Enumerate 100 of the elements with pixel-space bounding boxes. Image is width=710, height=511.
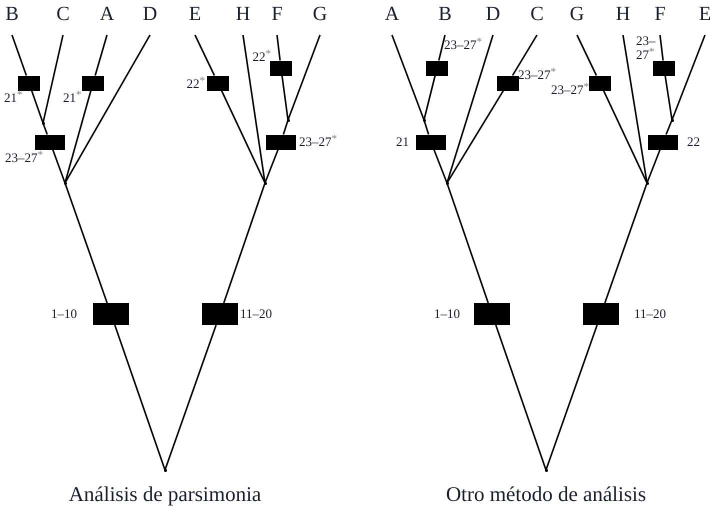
character-bar xyxy=(82,76,104,90)
tree-branch xyxy=(646,149,661,184)
taxon-label: F xyxy=(271,4,283,24)
tree-caption: Análisis de parsimonia xyxy=(68,482,262,506)
tree-branch xyxy=(423,75,436,120)
character-number: 21$^{*}$ xyxy=(63,91,82,105)
character-number: 1–10 xyxy=(51,307,77,321)
tree-branch xyxy=(242,34,266,184)
tree-branch xyxy=(433,149,448,184)
tree-branch xyxy=(545,324,598,470)
character-bar xyxy=(474,303,510,325)
character-number: 23–27$^{*}$ xyxy=(5,151,43,165)
character-bar xyxy=(416,134,446,150)
tree-branch xyxy=(276,34,281,61)
tree-branch xyxy=(64,90,92,184)
taxon-label: B xyxy=(438,4,452,24)
taxon-label: G xyxy=(312,4,328,24)
taxon-label: D xyxy=(142,4,158,24)
taxon-label: E xyxy=(188,4,202,24)
tree-branch xyxy=(512,34,538,76)
branch-junction xyxy=(670,118,674,122)
character-bar xyxy=(93,303,129,325)
tree-branch xyxy=(391,34,425,120)
character-number: 23–27$^{*}$ xyxy=(518,68,556,82)
taxon-label: A xyxy=(384,4,400,24)
tree-branch xyxy=(281,75,289,120)
tree-branch xyxy=(664,75,673,120)
character-number: 21$^{*}$ xyxy=(4,91,22,105)
character-bar xyxy=(270,60,292,76)
tree-branch xyxy=(114,324,166,470)
character-number: 1–10 xyxy=(434,307,460,321)
tree-branch xyxy=(194,34,216,76)
tree-branch xyxy=(671,34,706,120)
character-bar xyxy=(18,76,40,90)
tree-branch xyxy=(602,90,648,184)
tree-caption: Otro método de análisis xyxy=(446,482,646,506)
tree-branch xyxy=(30,90,44,124)
branch-junction xyxy=(64,182,66,184)
branch-junction xyxy=(42,122,44,124)
character-number: 23–27$^{*}$ xyxy=(551,83,589,97)
character-number: 11–20 xyxy=(634,307,666,321)
tree-branch xyxy=(64,34,151,184)
character-bar xyxy=(648,134,678,150)
taxon-label: C xyxy=(530,4,544,24)
tree-branch xyxy=(64,182,108,304)
tree-branch xyxy=(423,120,430,135)
tree-branch xyxy=(42,34,64,124)
taxon-label: C xyxy=(56,4,70,24)
tree-branch xyxy=(659,34,664,61)
tree-branch xyxy=(576,34,598,76)
character-number: 11–20 xyxy=(240,307,272,321)
character-bar xyxy=(583,303,619,325)
character-number: 22$^{*}$ xyxy=(252,50,271,64)
character-bar xyxy=(35,134,65,150)
tree-branch xyxy=(11,34,28,76)
character-bar xyxy=(426,60,448,76)
tree-branch xyxy=(220,90,266,184)
branch-junction xyxy=(264,182,266,184)
tree-branch xyxy=(446,34,494,184)
character-number: 22 xyxy=(687,135,700,149)
tree-branch xyxy=(52,149,66,184)
tree-branch xyxy=(438,34,446,61)
character-number: 23–27$^{*}$ xyxy=(299,135,337,149)
character-number: 23–27$^{*}$ xyxy=(444,38,482,52)
character-bar xyxy=(589,76,611,90)
tree-branch xyxy=(287,34,321,120)
branch-junction xyxy=(646,182,648,184)
character-bar xyxy=(653,60,675,76)
taxon-label: G xyxy=(570,4,584,24)
tree-branch xyxy=(622,34,648,184)
taxon-label: B xyxy=(5,4,19,24)
taxon-label: H xyxy=(236,4,250,24)
taxon-label: D xyxy=(486,4,500,24)
taxon-label: E xyxy=(698,4,710,24)
tree-branch xyxy=(495,324,547,470)
character-number: 21 xyxy=(396,135,409,149)
branch-junction xyxy=(446,182,448,184)
tree-branch xyxy=(282,120,289,135)
tree-branch xyxy=(446,90,504,184)
character-bar xyxy=(266,134,296,150)
taxon-label: H xyxy=(616,4,630,24)
character-bar xyxy=(202,303,238,325)
tree-branch xyxy=(665,120,673,135)
branch-junction xyxy=(422,118,426,122)
taxon-label: A xyxy=(100,4,114,24)
tree-branch xyxy=(94,34,108,76)
tree-branch xyxy=(264,149,279,184)
branch-junction xyxy=(286,118,290,122)
branch-junction xyxy=(164,468,166,472)
character-number: 23–27$^{*}$ xyxy=(636,34,656,62)
character-number: 22$^{*}$ xyxy=(186,77,205,91)
branch-junction xyxy=(544,468,548,472)
character-bar xyxy=(497,76,519,90)
taxon-label: F xyxy=(654,4,666,24)
character-bar xyxy=(207,76,229,90)
tree-branch xyxy=(446,182,489,304)
tree-branch xyxy=(42,122,48,135)
tree-branch xyxy=(604,182,648,304)
tree-branch xyxy=(164,324,217,470)
tree-branch xyxy=(223,182,266,304)
